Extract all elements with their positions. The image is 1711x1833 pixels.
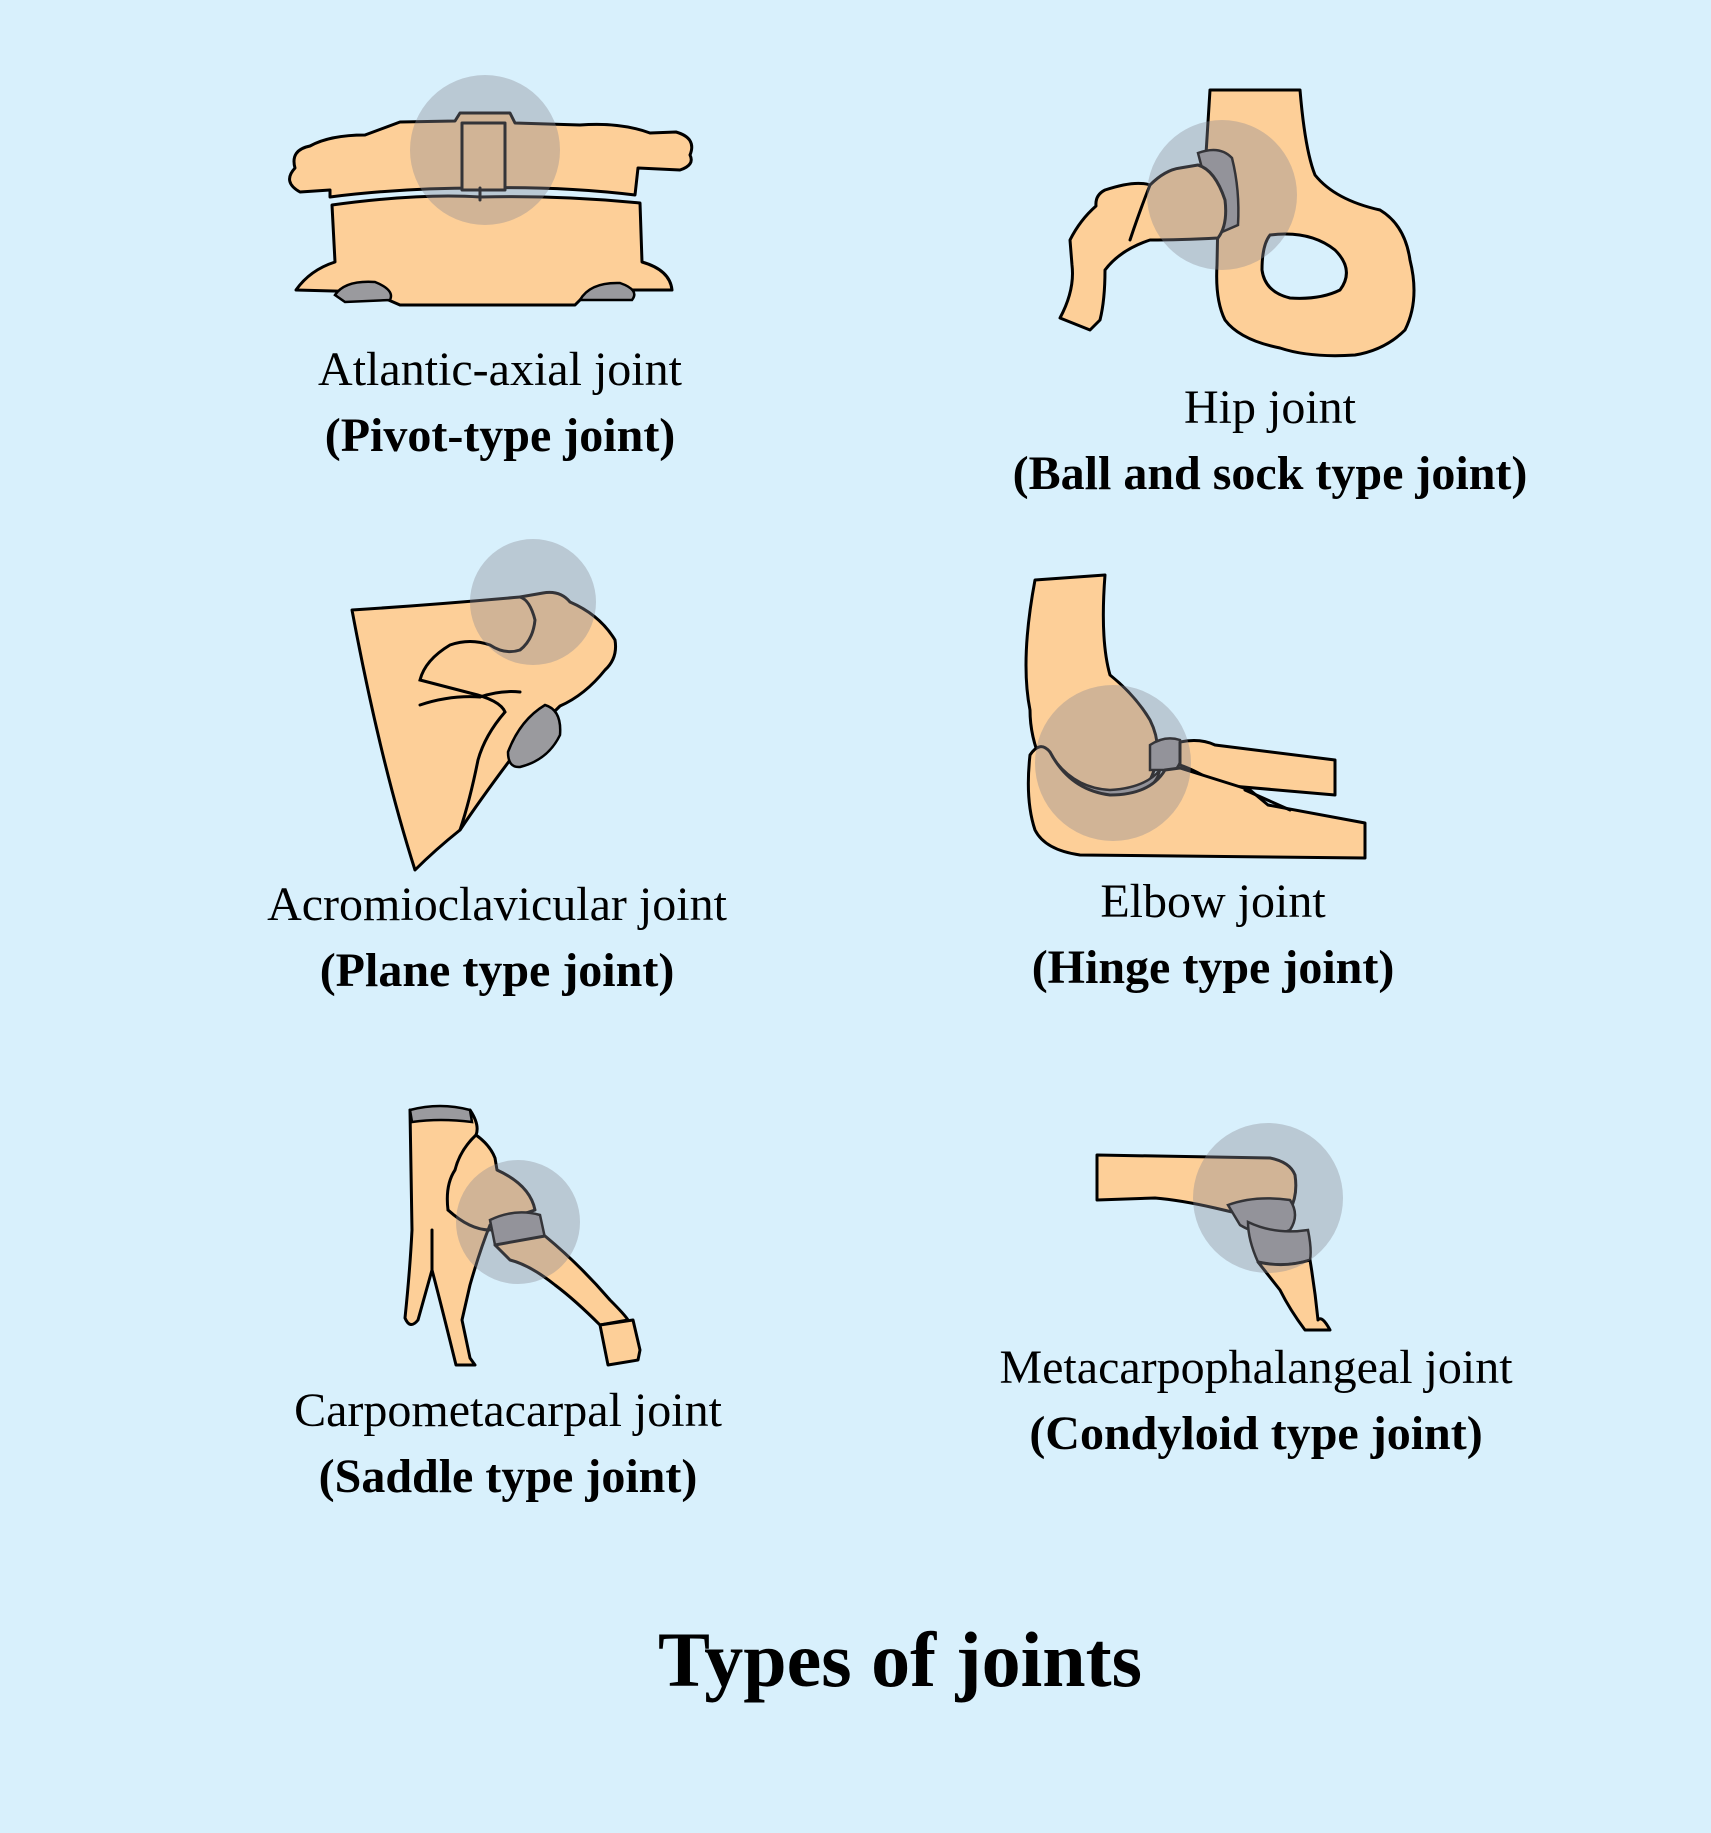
hip-name: Hip joint <box>1183 381 1356 434</box>
acromioclavicular-label: Acromioclavicular joint (Plane type join… <box>267 872 727 1004</box>
metacarpophalangeal-illustration <box>1095 1123 1343 1332</box>
metacarpophalangeal-label: Metacarpophalangeal joint (Condyloid typ… <box>999 1335 1512 1467</box>
acromioclavicular-name: Acromioclavicular joint <box>267 878 727 931</box>
carpometacarpal-illustration <box>403 1104 642 1367</box>
acromioclavicular-illustration <box>350 539 617 872</box>
carpometacarpal-name: Carpometacarpal joint <box>294 1384 722 1437</box>
page-title: Types of joints <box>658 1616 1142 1703</box>
atlantic-axial-label: Atlantic-axial joint (Pivot-type joint) <box>318 337 682 469</box>
hip-illustration <box>1058 88 1416 358</box>
metacarpophalangeal-type: (Condyloid type joint) <box>1029 1407 1483 1460</box>
hip-label: Hip joint (Ball and sock type joint) <box>1013 375 1528 507</box>
atlantic-axial-illustration <box>288 75 694 307</box>
atlantic-axial-type: (Pivot-type joint) <box>324 409 676 462</box>
hip-type: (Ball and sock type joint) <box>1012 447 1528 500</box>
elbow-label: Elbow joint (Hinge type joint) <box>1032 869 1395 1001</box>
atlantic-axial-name: Atlantic-axial joint <box>318 343 682 396</box>
elbow-type: (Hinge type joint) <box>1031 941 1395 994</box>
elbow-name: Elbow joint <box>1100 875 1326 928</box>
elbow-illustration <box>1024 573 1367 860</box>
carpometacarpal-type: (Saddle type joint) <box>318 1450 698 1503</box>
acromioclavicular-type: (Plane type joint) <box>319 944 675 997</box>
metacarpophalangeal-name: Metacarpophalangeal joint <box>999 1341 1513 1394</box>
carpometacarpal-label: Carpometacarpal joint (Saddle type joint… <box>294 1378 722 1510</box>
